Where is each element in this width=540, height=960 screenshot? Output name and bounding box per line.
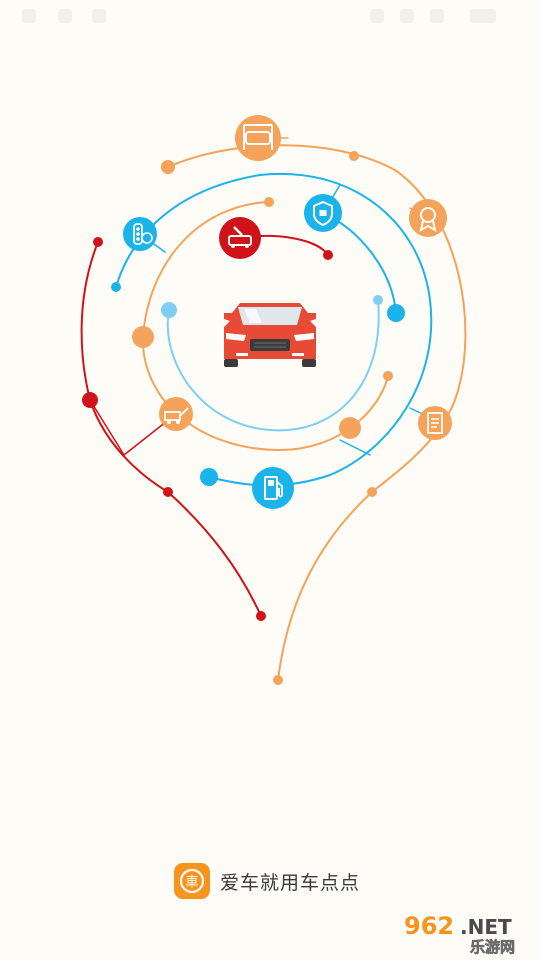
lightblue-inner-ring: [166, 299, 380, 432]
blue-outer-ring: [115, 172, 433, 487]
watermark-number: 962: [404, 912, 454, 940]
battery-icon: [470, 9, 496, 23]
status-bar: [0, 0, 540, 36]
red-dot: [163, 487, 173, 497]
status-icon: [58, 9, 72, 23]
orange-dot: [383, 371, 393, 381]
brand-row: 車 爱车就用车点点: [174, 862, 360, 900]
red-dot: [256, 611, 266, 621]
red-dot: [82, 392, 98, 408]
app-logo-icon: 車: [174, 863, 210, 899]
logo-glyph: 車: [185, 875, 198, 890]
award-badge-icon: [409, 199, 447, 237]
status-icon: [92, 9, 106, 23]
orange-dot: [339, 417, 361, 439]
orange-dot: [367, 487, 377, 497]
blue-dot: [387, 304, 405, 322]
fuel-pump-icon: [252, 467, 294, 509]
orange-dot: [349, 151, 359, 161]
red-outer-arc: [80, 241, 262, 617]
outer-orange-arc: [167, 144, 467, 401]
status-icon: [22, 9, 36, 23]
traffic-light-icon: [123, 217, 157, 251]
watermark-logo: 962 .NET 乐游网: [404, 912, 515, 956]
car-front-icon: [224, 303, 316, 367]
orange-tail-line: [277, 399, 456, 681]
connector-line: [89, 399, 125, 456]
red-dot: [323, 250, 333, 260]
watermark-suffix: .NET: [460, 915, 512, 939]
tow-truck-icon: [159, 397, 193, 431]
document-icon: [418, 406, 452, 440]
orange-dot: [161, 160, 175, 174]
blue-dot: [111, 282, 121, 292]
lightblue-dot: [161, 302, 177, 318]
app-slogan: 爱车就用车点点: [220, 871, 361, 894]
car-repair-icon: [219, 217, 261, 259]
status-icon: [430, 9, 444, 23]
connector-line: [339, 439, 371, 456]
orange-dot: [132, 326, 154, 348]
orange-dot: [264, 197, 274, 207]
watermark-cn: 乐游网: [470, 938, 515, 956]
lightblue-dot: [373, 295, 383, 305]
car-wash-icon: [235, 115, 281, 161]
logo-mark: 車: [179, 868, 205, 894]
wifi-icon: [400, 9, 414, 23]
insurance-shield-icon: [304, 194, 342, 232]
signal-icon: [370, 9, 384, 23]
red-dot: [93, 237, 103, 247]
blue-dot: [200, 468, 218, 486]
orange-dot: [273, 675, 283, 685]
